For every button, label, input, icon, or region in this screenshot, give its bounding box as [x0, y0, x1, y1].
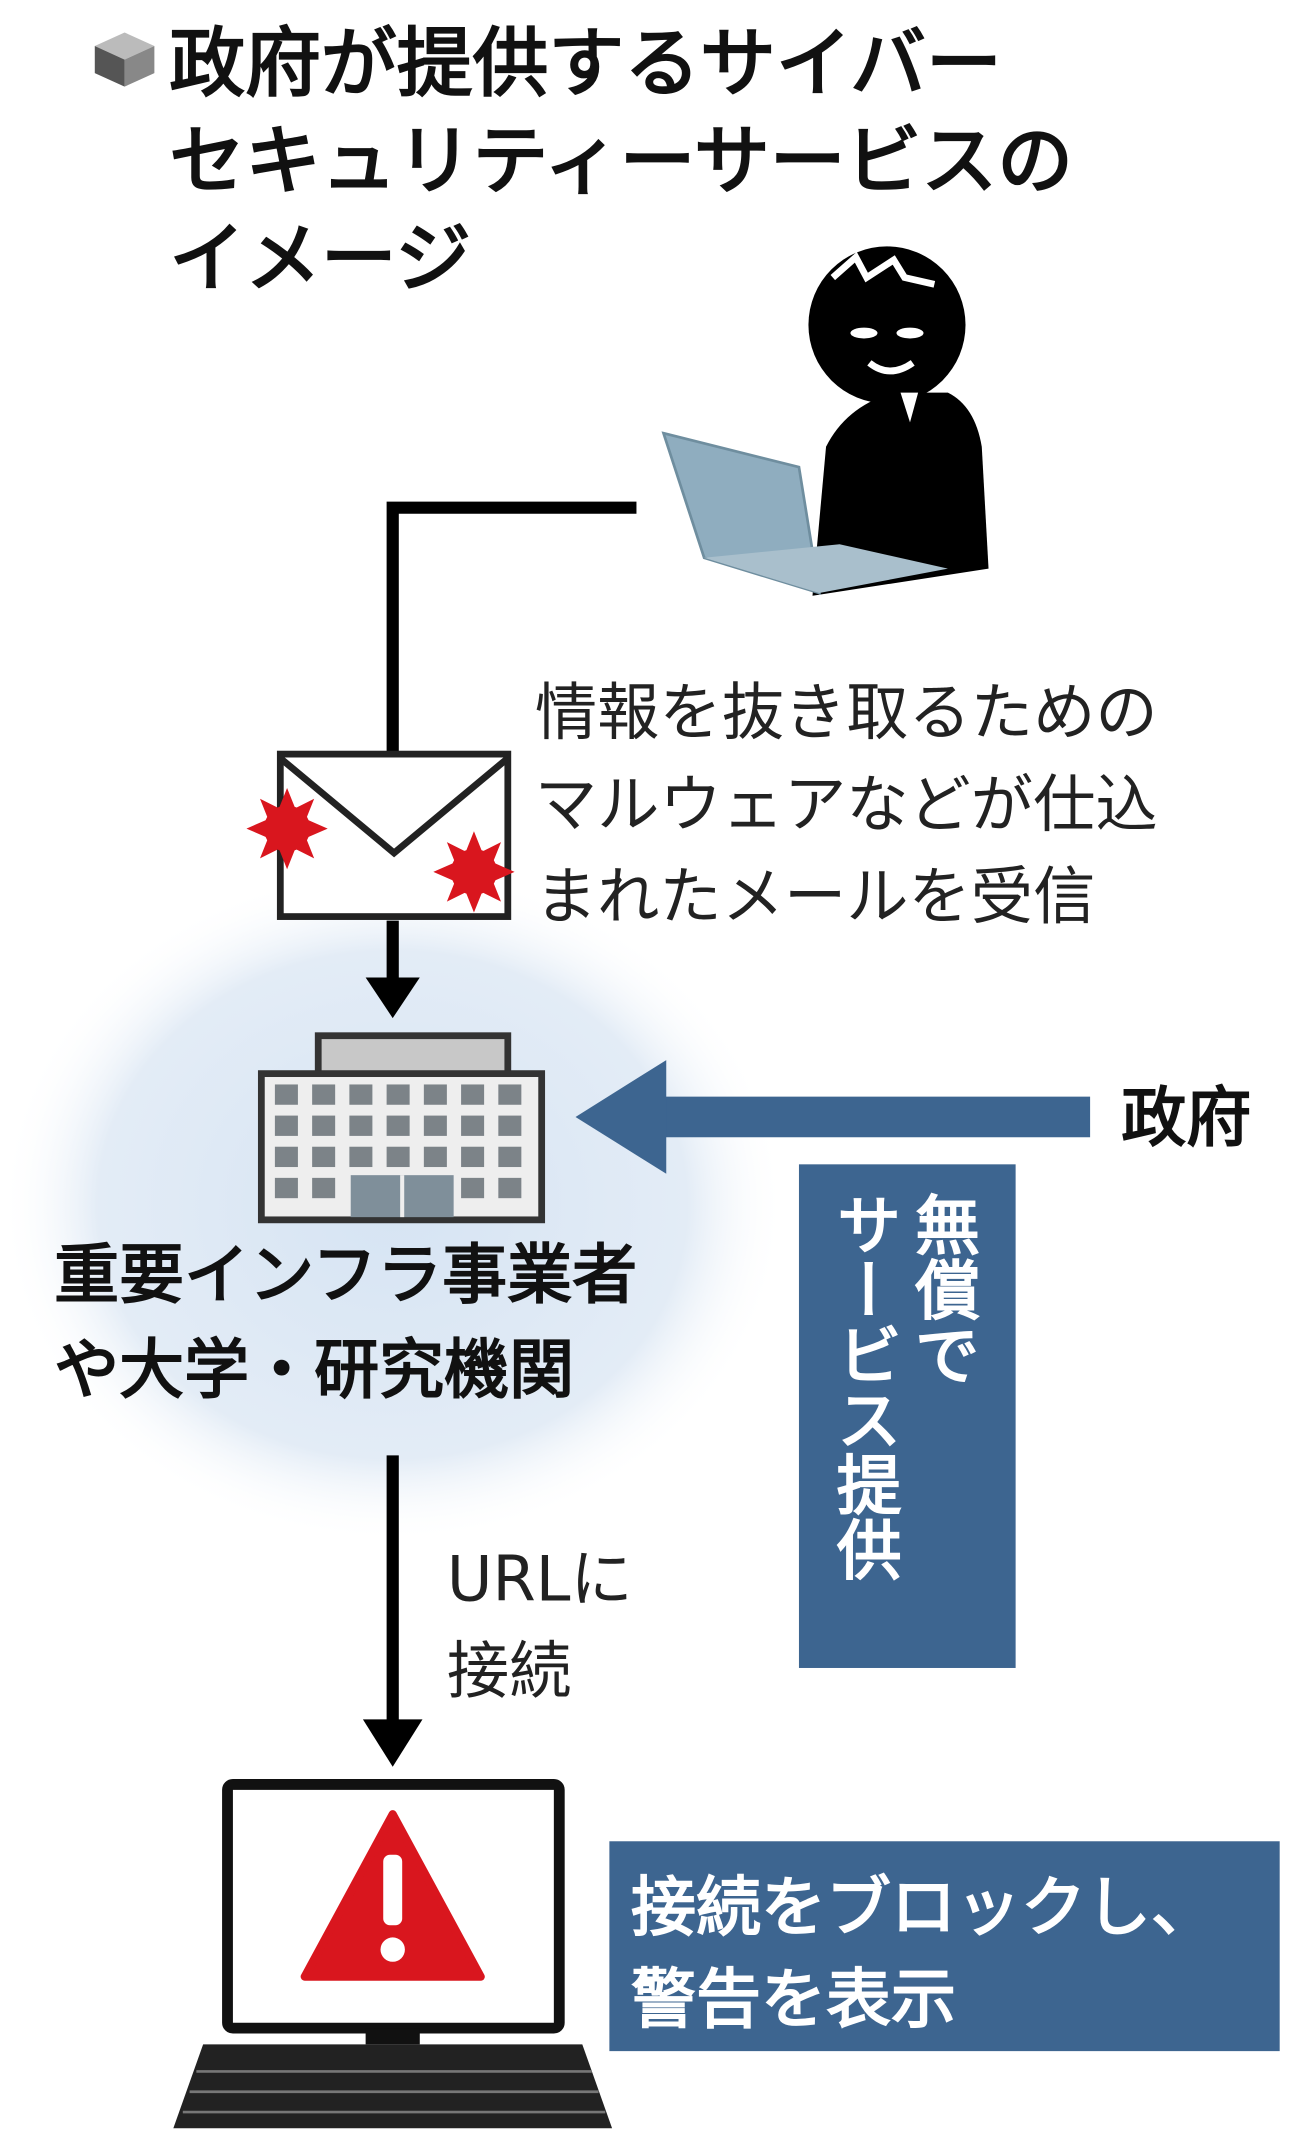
url-caption-line: 接続: [447, 1634, 572, 1707]
arrow-down: [362, 1455, 423, 1767]
building-window: [498, 1146, 522, 1168]
government-arrow: [575, 1060, 1091, 1174]
result-box-line: 接続をブロックし、: [631, 1870, 1216, 1945]
building-window: [423, 1146, 447, 1168]
government-label: 政府: [1121, 1081, 1251, 1156]
building-window: [274, 1115, 298, 1136]
hacker-icon: [808, 246, 989, 596]
building-window: [312, 1177, 336, 1199]
building-window: [461, 1177, 485, 1199]
title-line: セキュリティーサービスの: [169, 117, 1073, 205]
building-window: [312, 1115, 336, 1136]
building-window: [461, 1146, 485, 1168]
laptop-icon: [661, 431, 948, 595]
building-window: [461, 1084, 485, 1105]
building-icon: [257, 1032, 546, 1224]
building-window: [349, 1115, 373, 1136]
building-window: [423, 1084, 447, 1105]
connector-line: [386, 501, 637, 752]
service-box-column: サービス提供: [825, 1191, 902, 1581]
service-box: [798, 1164, 1016, 1668]
building-window: [498, 1084, 522, 1105]
service-box-column: 無償で: [904, 1191, 982, 1386]
building-window: [423, 1115, 447, 1136]
building-window: [349, 1084, 373, 1105]
malware-email-icon: [246, 750, 515, 920]
organization-label-line: 重要インフラ事業者: [54, 1238, 637, 1313]
email-caption-line: 情報を抜き取るための: [535, 676, 1158, 749]
building-window: [386, 1084, 410, 1105]
building-window: [498, 1177, 522, 1199]
building-window: [386, 1115, 410, 1136]
title-line: イメージ: [169, 214, 471, 302]
building-window: [461, 1115, 485, 1136]
url-caption-line: URLに: [447, 1542, 633, 1615]
building-window: [312, 1084, 336, 1105]
computer-warning-icon: [173, 1778, 613, 2129]
result-box: [609, 1841, 1280, 2052]
building-window: [386, 1146, 410, 1168]
organization-label-line: や大学・研究機関: [54, 1333, 574, 1408]
title-line: 政府が提供するサイバー: [169, 19, 1002, 107]
result-box-line: 警告を表示: [631, 1962, 956, 2037]
building-window: [349, 1146, 373, 1168]
arrow-down: [365, 920, 420, 1019]
email-caption-line: マルウェアなどが仕込: [535, 768, 1158, 841]
building-window: [312, 1146, 336, 1168]
email-caption-line: まれたメールを受信: [535, 860, 1095, 933]
building-window: [274, 1177, 298, 1199]
building-window: [274, 1146, 298, 1168]
cube-icon: [94, 32, 155, 87]
building-window: [498, 1115, 522, 1136]
building-window: [274, 1084, 298, 1105]
